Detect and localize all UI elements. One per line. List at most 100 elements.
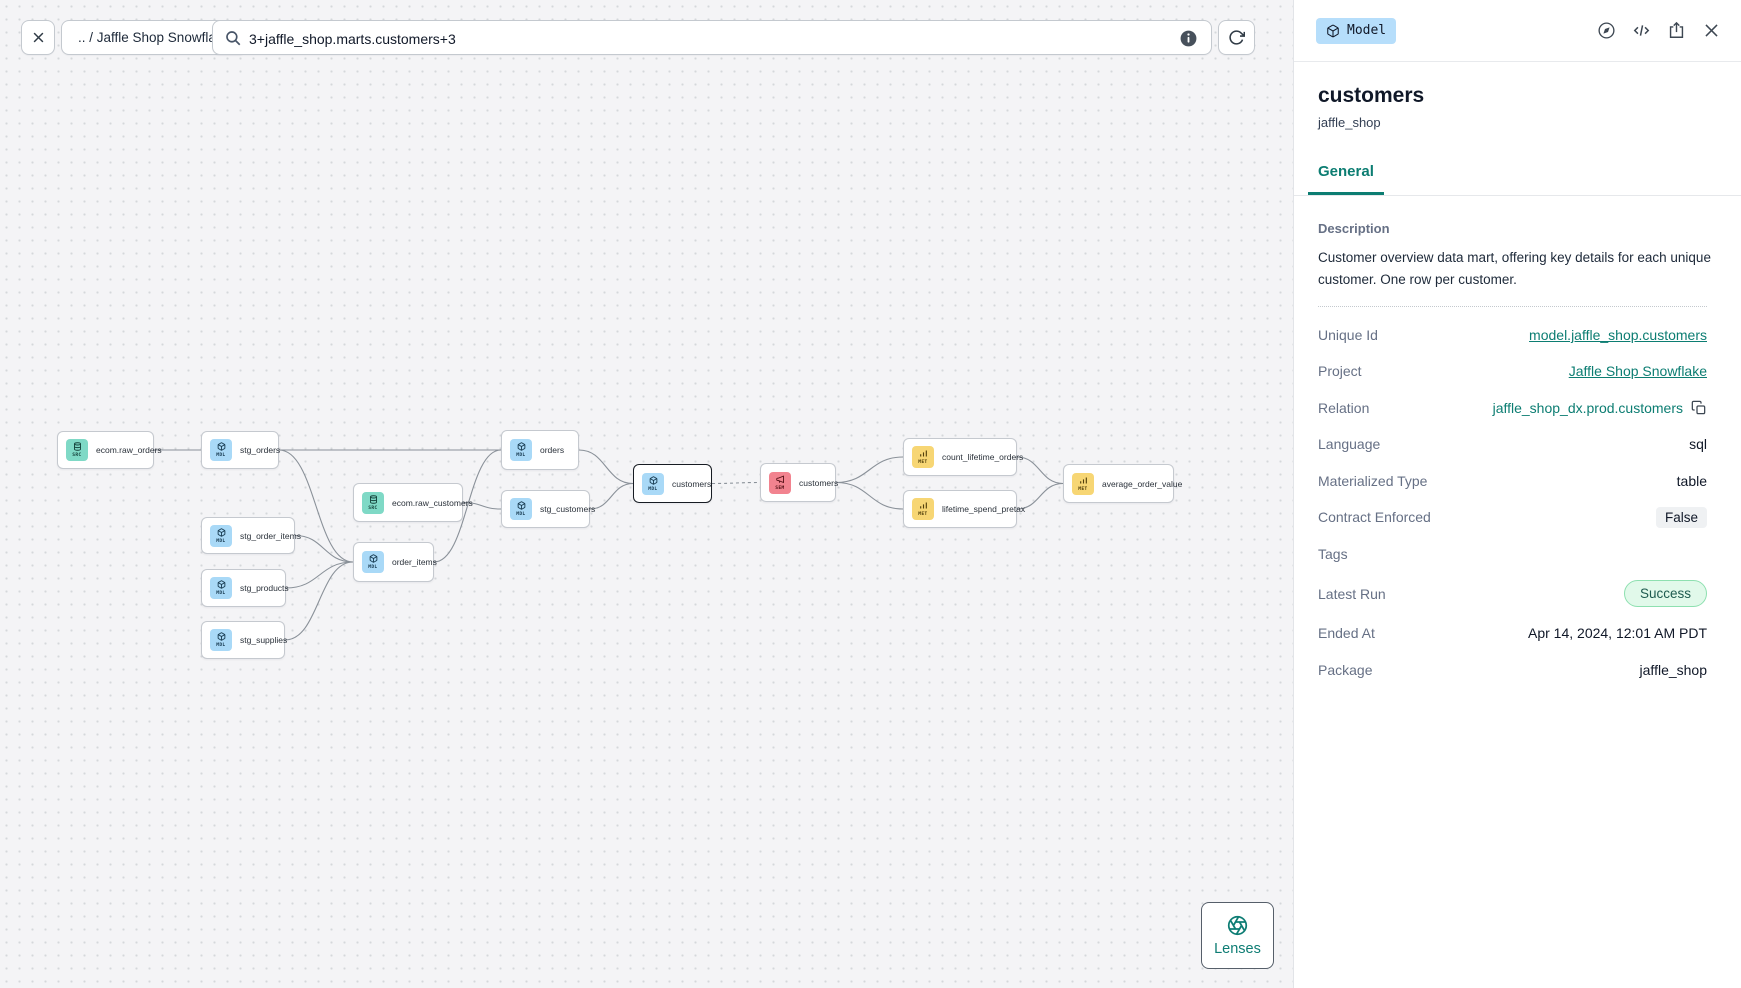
- graph-node-average_order_value[interactable]: MET average_order_value: [1063, 464, 1182, 503]
- node-type-label: MDL: [216, 641, 226, 648]
- graph-node-stg_orders[interactable]: MDL stg_orders: [201, 431, 281, 469]
- graph-node-orders[interactable]: MDL orders: [501, 430, 579, 470]
- breadcrumb-label: .. / Jaffle Shop Snowflake: [78, 30, 231, 45]
- node-label: stg_orders: [240, 445, 281, 455]
- field-label: Unique Id: [1318, 326, 1378, 343]
- search-icon: [226, 31, 241, 46]
- refresh-icon: [1229, 30, 1245, 45]
- graph-node-customers[interactable]: MDL customers: [633, 464, 712, 503]
- lenses-button[interactable]: Lenses: [1201, 902, 1274, 969]
- details-panel-header: Model: [1294, 0, 1741, 62]
- node-label: order_items: [392, 557, 437, 567]
- close-lineage-button[interactable]: [21, 20, 55, 55]
- explore-compass-icon[interactable]: [1597, 21, 1616, 40]
- graph-node-customers_sem[interactable]: SEM customers: [760, 463, 839, 502]
- close-panel-icon[interactable]: [1702, 21, 1721, 40]
- node-label: ecom.raw_orders: [96, 445, 162, 455]
- graph-node-raw_orders[interactable]: SRC ecom.raw_orders: [57, 431, 162, 469]
- node-type-label: MDL: [648, 485, 658, 491]
- bar-chart-icon: MET: [1072, 472, 1094, 495]
- panel-tabs: General: [1294, 163, 1741, 196]
- field-label: Materialized Type: [1318, 472, 1428, 489]
- field-row-unique-id: Unique Id model.jaffle_shop.customers: [1318, 317, 1707, 354]
- node-label: customers: [799, 477, 839, 488]
- node-type-label: MET: [1078, 485, 1088, 491]
- graph-node-stg_order_items[interactable]: MDL stg_order_items: [201, 517, 301, 554]
- field-label: Tags: [1318, 545, 1348, 562]
- megaphone-icon: SEM: [769, 471, 791, 494]
- node-type-label: MDL: [216, 451, 226, 458]
- node-type-label: MDL: [216, 537, 226, 543]
- node-type-label: MDL: [516, 510, 526, 517]
- graph-node-stg_customers[interactable]: MDL stg_customers: [501, 490, 595, 528]
- database-icon: SRC: [66, 439, 88, 461]
- field-label: Language: [1318, 436, 1381, 453]
- field-row-language: Language sql: [1318, 426, 1707, 463]
- node-type-label: MET: [918, 510, 928, 517]
- field-label: Package: [1318, 661, 1373, 678]
- field-row-package: Package jaffle_shop: [1318, 652, 1707, 689]
- unique-id-link[interactable]: model.jaffle_shop.customers: [1529, 326, 1707, 343]
- code-icon[interactable]: [1632, 21, 1651, 40]
- field-label: Contract Enforced: [1318, 509, 1431, 526]
- project-link[interactable]: Jaffle Shop Snowflake: [1568, 363, 1707, 380]
- graph-node-lifetime_spend_pretax[interactable]: MET lifetime_spend_pretax: [903, 490, 1025, 528]
- lenses-aperture-icon: [1227, 915, 1248, 935]
- node-label: customers: [672, 478, 712, 489]
- node-label: count_lifetime_orders: [942, 452, 1024, 462]
- node-type-label: MDL: [368, 563, 378, 570]
- bar-chart-icon: MET: [912, 498, 934, 520]
- node-label: lifetime_spend_pretax: [942, 504, 1026, 514]
- node-type-label: MDL: [216, 589, 226, 596]
- node-type-label: SRC: [72, 451, 82, 458]
- graph-node-order_items[interactable]: MDL order_items: [353, 542, 437, 582]
- bar-chart-icon: MET: [912, 446, 934, 468]
- node-label: stg_customers: [540, 504, 596, 514]
- node-label: orders: [540, 445, 565, 455]
- general-tab-content: Description Customer overview data mart,…: [1294, 221, 1741, 688]
- materialized-type-value: table: [1676, 472, 1707, 489]
- cube-icon: MDL: [510, 439, 532, 461]
- cube-icon: MDL: [642, 472, 664, 495]
- node-label: stg_order_items: [240, 530, 301, 541]
- close-icon: [33, 32, 43, 43]
- share-icon[interactable]: [1667, 21, 1686, 40]
- description-heading: Description: [1318, 221, 1390, 236]
- node-type-label: MET: [918, 458, 928, 465]
- lenses-label: Lenses: [1214, 940, 1261, 957]
- field-label: Ended At: [1318, 625, 1375, 642]
- field-row-tags: Tags: [1318, 536, 1707, 573]
- language-value: sql: [1689, 436, 1707, 453]
- lineage-selector-input[interactable]: [247, 21, 1161, 56]
- field-label: Latest Run: [1318, 585, 1386, 602]
- database-icon: SRC: [362, 491, 384, 514]
- tab-general[interactable]: General: [1308, 163, 1384, 195]
- model-cube-icon: [1327, 24, 1339, 37]
- cube-icon: MDL: [210, 439, 232, 461]
- cube-icon: MDL: [210, 629, 232, 651]
- lineage-selector-box: [212, 20, 1212, 56]
- field-row-ended-at: Ended At Apr 14, 2024, 12:01 AM PDT: [1318, 615, 1707, 652]
- page-title: customers: [1318, 84, 1425, 107]
- graph-node-count_lifetime_orders[interactable]: MET count_lifetime_orders: [903, 438, 1023, 476]
- cube-icon: MDL: [362, 551, 384, 573]
- node-type-label: SRC: [368, 504, 378, 510]
- contract-enforced-badge: False: [1655, 506, 1707, 528]
- refresh-lineage-button[interactable]: [1218, 20, 1255, 55]
- copy-icon[interactable]: [1691, 400, 1707, 416]
- description-text: Customer overview data mart, offering ke…: [1318, 250, 1711, 287]
- field-row-project: Project Jaffle Shop Snowflake: [1318, 353, 1707, 390]
- node-label: average_order_value: [1102, 478, 1183, 489]
- ended-at-value: Apr 14, 2024, 12:01 AM PDT: [1528, 625, 1707, 642]
- node-type-label: SEM: [775, 484, 785, 490]
- info-icon[interactable]: [1179, 29, 1198, 48]
- details-panel: Model: [1293, 0, 1741, 988]
- node-type-label: MDL: [516, 451, 526, 458]
- field-row-latest-run: Latest Run Success: [1318, 572, 1707, 615]
- field-label: Project: [1318, 363, 1362, 380]
